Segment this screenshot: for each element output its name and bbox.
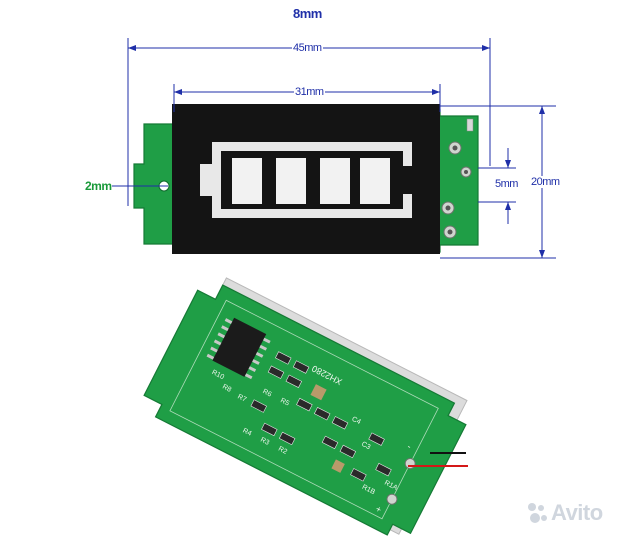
pad-plus-label: + xyxy=(374,504,383,515)
battery-cell-1 xyxy=(232,158,262,204)
svg-text:R6: R6 xyxy=(261,388,272,398)
dim-pin-spacing: 5mm xyxy=(494,178,519,190)
display-panel xyxy=(172,104,440,254)
dim-overall-height: 20mm xyxy=(530,176,561,188)
ic-chip xyxy=(212,317,267,377)
avito-watermark: Avito xyxy=(528,500,603,526)
dim-display-width: 31mm xyxy=(294,86,325,98)
avito-watermark-text: Avito xyxy=(551,500,603,525)
avito-logo-icon xyxy=(528,503,548,523)
dim-top-width: 8mm xyxy=(293,6,322,21)
battery-cell-2 xyxy=(276,158,306,204)
svg-text:R5: R5 xyxy=(279,397,290,407)
svg-text:C4: C4 xyxy=(351,416,362,426)
dim-overall-width: 45mm xyxy=(292,42,323,54)
svg-text:R3: R3 xyxy=(259,437,270,447)
svg-text:R8: R8 xyxy=(221,383,232,393)
svg-text:R4: R4 xyxy=(241,427,252,437)
battery-cell-3 xyxy=(320,158,350,204)
battery-cell-4 xyxy=(360,158,390,204)
svg-text:R7: R7 xyxy=(236,393,247,403)
pad-plus xyxy=(386,493,398,505)
svg-text:R2: R2 xyxy=(277,446,288,456)
svg-text:C3: C3 xyxy=(360,441,371,451)
pad-minus-label: - xyxy=(406,441,413,451)
dim-hole-offset: 2mm xyxy=(85,179,112,193)
